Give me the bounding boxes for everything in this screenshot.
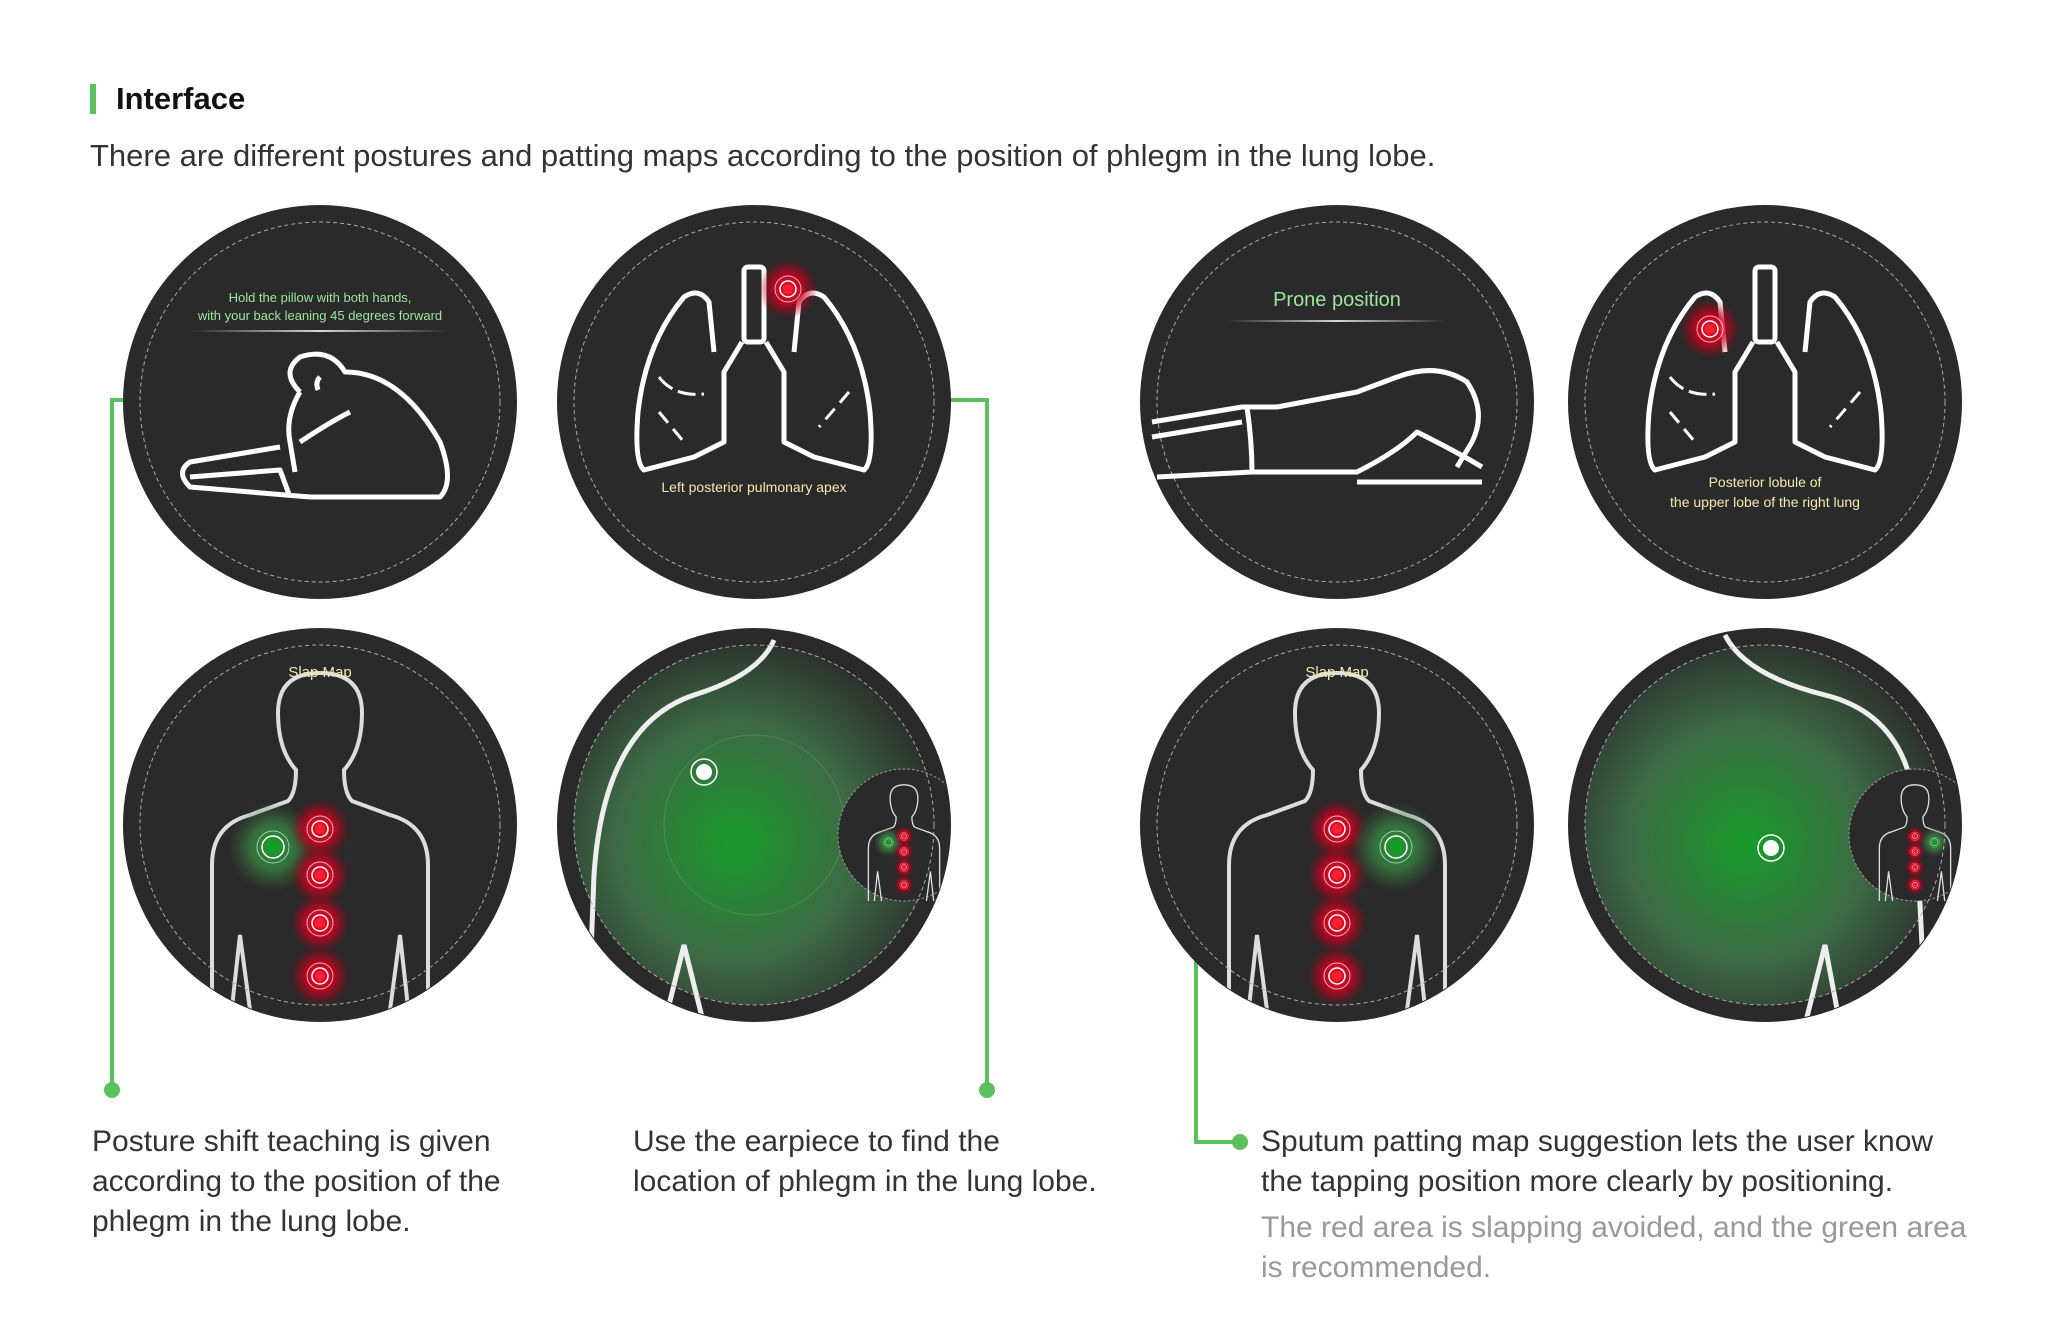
seated-figure-icon: [180, 351, 450, 500]
earpiece-screen-left[interactable]: [554, 625, 954, 1025]
connector-dot: [1232, 1134, 1248, 1150]
caption-line: Posture shift teaching is given: [92, 1125, 491, 1158]
earpiece-position-marker: [690, 758, 718, 786]
slap-map-title: Slap Map: [1305, 664, 1368, 681]
caption-map: Sputum patting map suggestion lets the u…: [1261, 1122, 1966, 1288]
slap-map-screen-left[interactable]: Slap Map: [120, 625, 520, 1025]
avoid-spots: [289, 798, 351, 1007]
caption-note-line: is recommended.: [1261, 1251, 1492, 1284]
earpiece-position-marker: [1757, 834, 1785, 862]
prone-figure-icon: [1151, 368, 1484, 485]
mini-slap-map[interactable]: [837, 768, 954, 902]
caption-line: Use the earpiece to find the: [633, 1125, 1000, 1158]
posture-instruction-line2: with your back leaning 45 degrees forwar…: [197, 308, 442, 323]
connector-map: [1194, 954, 1238, 1144]
earpiece-screen-right[interactable]: [1565, 625, 1965, 1025]
caption-line: the tapping position more clearly by pos…: [1261, 1165, 1894, 1198]
phlegm-marker: [1679, 298, 1741, 360]
caption-posture: Posture shift teaching is given accordin…: [92, 1122, 501, 1242]
caption-line: according to the position of the: [92, 1165, 501, 1198]
lung-label-line1: Posterior lobule of: [1709, 474, 1822, 490]
caption-line: location of phlegm in the lung lobe.: [633, 1165, 1097, 1198]
phlegm-marker: [757, 258, 819, 320]
lung-screen-left[interactable]: Left posterior pulmonary apex: [554, 202, 954, 602]
posture-screen-left[interactable]: Hold the pillow with both hands, with yo…: [120, 202, 520, 602]
mini-slap-map[interactable]: [1848, 768, 1965, 902]
lung-screen-right[interactable]: Posterior lobule of the upper lobe of th…: [1565, 202, 1965, 602]
recommended-spot[interactable]: [1350, 801, 1442, 893]
page-title: Interface: [90, 83, 245, 114]
caption-note-line: The red area is slapping avoided, and th…: [1261, 1211, 1967, 1244]
lung-label-line2: the upper lobe of the right lung: [1670, 494, 1860, 510]
slap-map-title: Slap Map: [288, 664, 351, 681]
posture-screen-right[interactable]: Prone position: [1137, 202, 1537, 602]
connector-dot: [979, 1082, 995, 1098]
caption-line: Sputum patting map suggestion lets the u…: [1261, 1125, 1934, 1158]
lung-label: Left posterior pulmonary apex: [661, 479, 846, 495]
posture-instruction-line1: Hold the pillow with both hands,: [229, 290, 412, 305]
posture-instruction: Prone position: [1273, 289, 1401, 311]
caption-line: phlegm in the lung lobe.: [92, 1205, 411, 1238]
caption-earpiece: Use the earpiece to find the location of…: [633, 1122, 1097, 1202]
connector-dot: [104, 1082, 120, 1098]
page-subtitle: There are different postures and patting…: [90, 138, 1436, 173]
slap-map-screen-right[interactable]: Slap Map: [1137, 625, 1537, 1025]
